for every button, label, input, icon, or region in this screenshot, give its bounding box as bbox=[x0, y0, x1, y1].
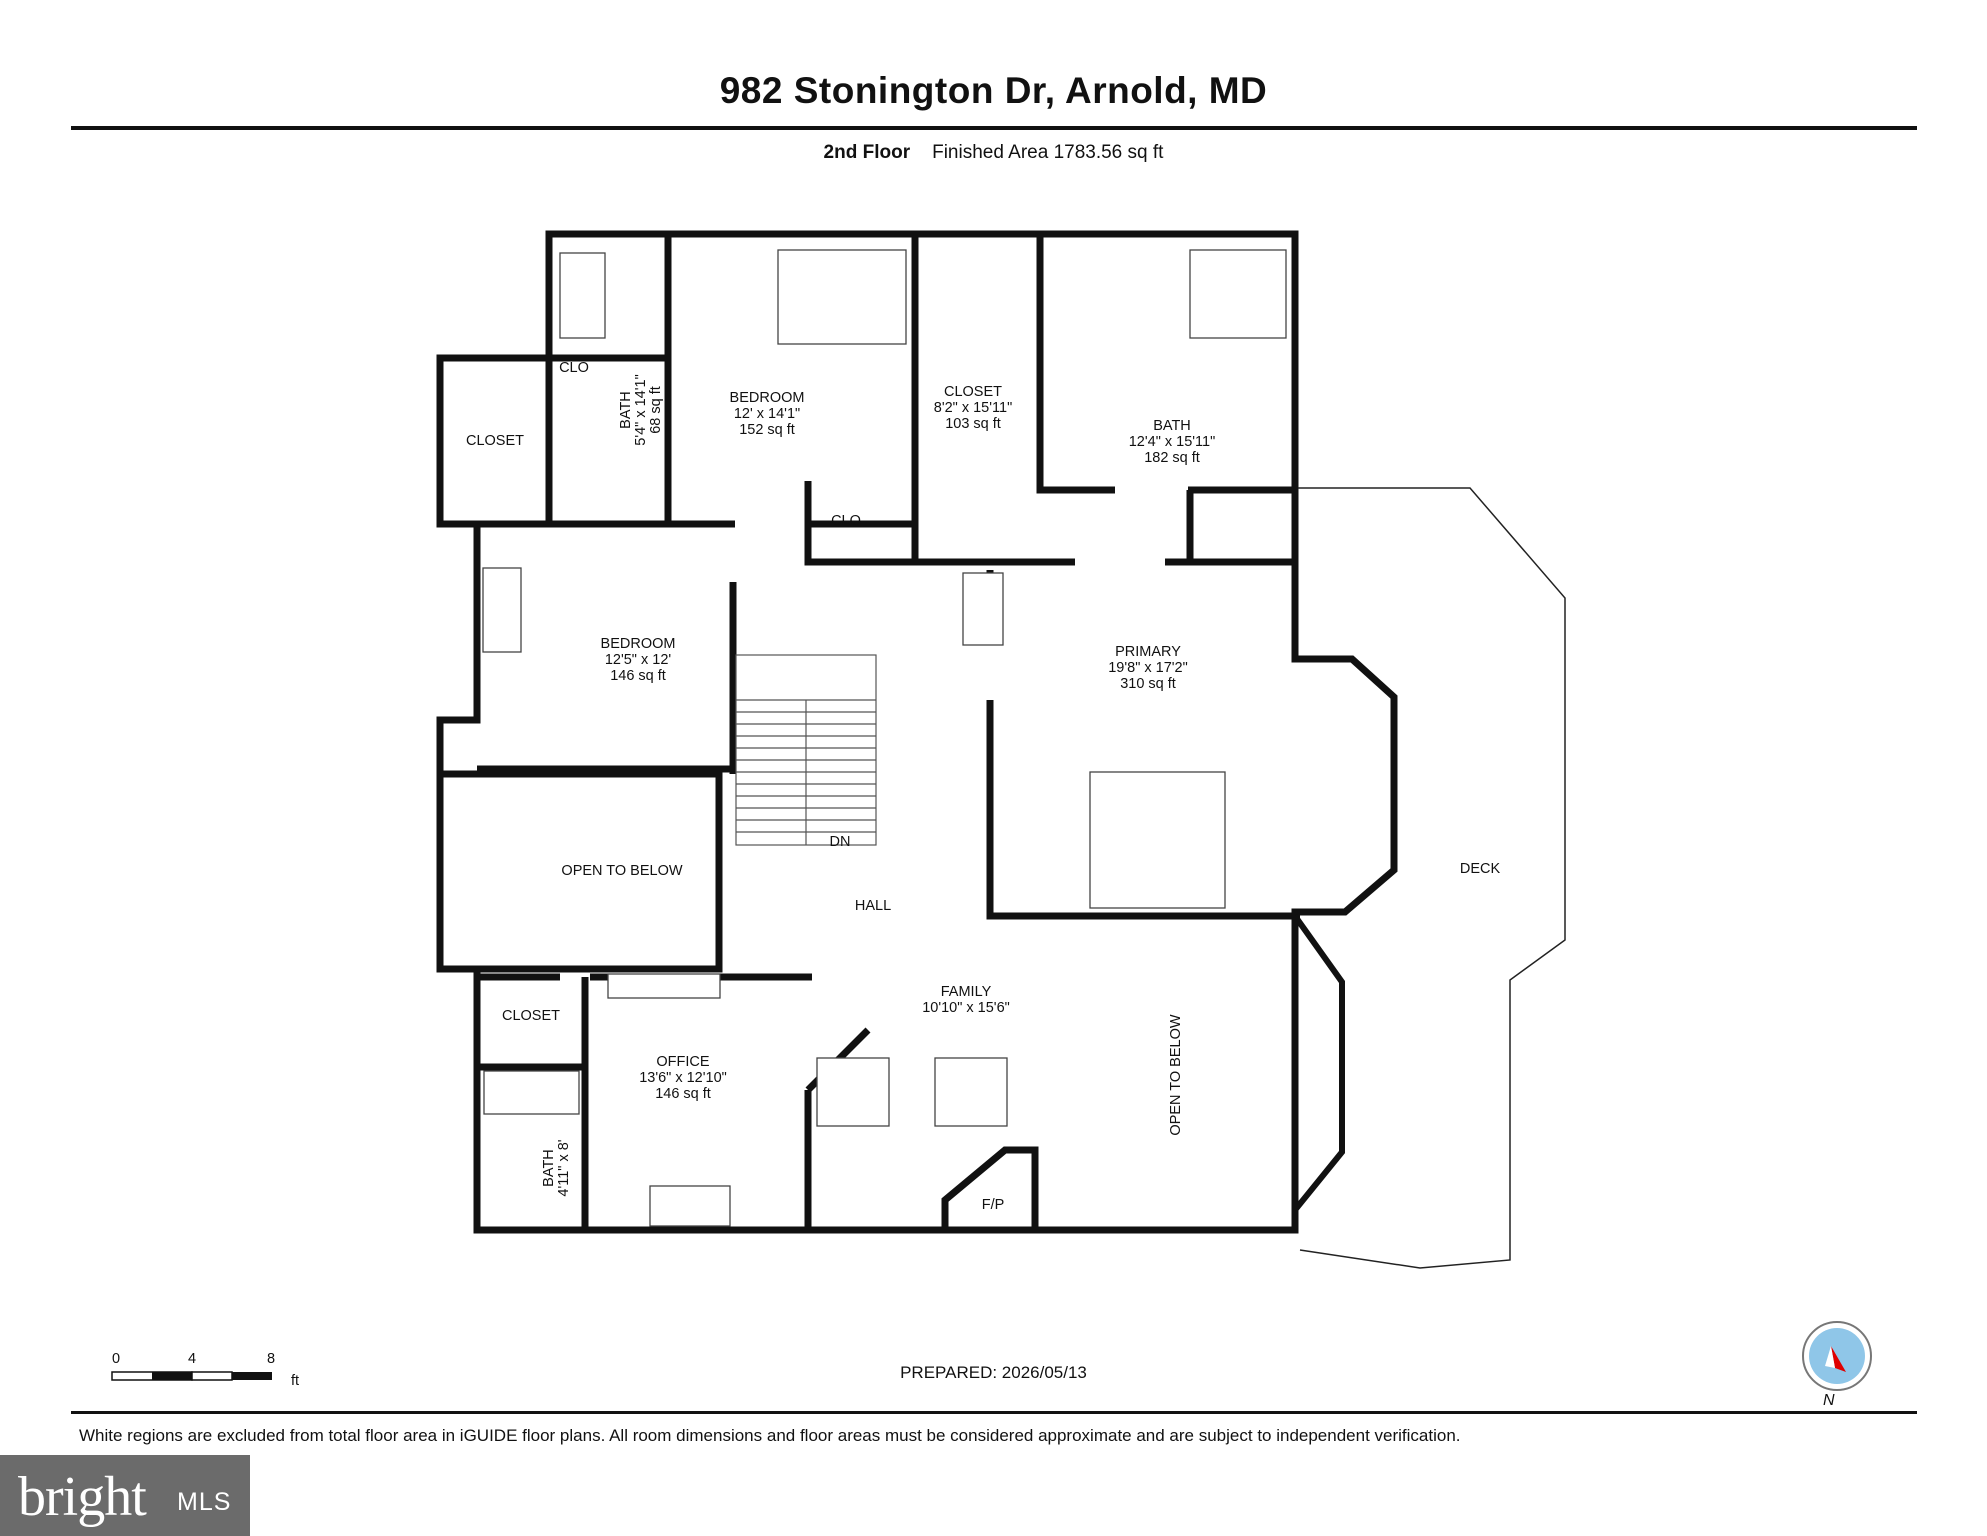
room-label-bedroom-left-name: BEDROOM bbox=[601, 636, 676, 652]
room-label-bedroom-left-area: 146 sq ft bbox=[610, 668, 666, 684]
compass-needle bbox=[1831, 1346, 1846, 1372]
finished-area: Finished Area 1783.56 sq ft bbox=[932, 142, 1164, 163]
room-label-primary-dims: 19'8" x 17'2" bbox=[1108, 660, 1188, 676]
room-label-family-dims: 10'10" x 15'6" bbox=[922, 1000, 1010, 1016]
deck-outline bbox=[1298, 487, 1566, 1269]
room-label-closet-office-name: CLOSET bbox=[502, 1008, 560, 1024]
scale-unit: ft bbox=[291, 1373, 299, 1389]
room-label-closet-top-name: CLOSET bbox=[944, 384, 1002, 400]
room-label-bath-office-dims: 4'11" x 8' bbox=[556, 1139, 572, 1196]
room-label-clo-mid-name: CLO bbox=[831, 513, 861, 529]
scale-tick-4: 4 bbox=[188, 1351, 196, 1367]
room-label-open-below-left-name: OPEN TO BELOW bbox=[561, 863, 682, 879]
floor-name: 2nd Floor bbox=[823, 142, 911, 163]
bathtub bbox=[559, 252, 606, 339]
room-label-deck-name: DECK bbox=[1460, 861, 1501, 877]
logo-brand: bright bbox=[18, 1466, 147, 1528]
room-label-primary-name: PRIMARY bbox=[1115, 644, 1181, 660]
room-label-hall-name: HALL bbox=[855, 898, 891, 914]
room-label-bath-primary-name: BATH bbox=[1153, 418, 1191, 434]
bathtub bbox=[483, 1070, 580, 1115]
title-rule bbox=[71, 126, 1917, 130]
room-label-office-dims: 13'6" x 12'10" bbox=[639, 1070, 727, 1086]
room-label-bedroom-top-name: BEDROOM bbox=[730, 390, 805, 406]
compass-icon: N bbox=[1802, 1321, 1872, 1408]
open-below-wall bbox=[440, 770, 723, 973]
room-label-bath-small-name: BATH bbox=[618, 391, 634, 429]
room-label-fireplace-name: F/P bbox=[982, 1197, 1005, 1213]
corner-tub bbox=[1189, 249, 1287, 339]
bed bbox=[1089, 771, 1226, 909]
room-label-stairs-name: DN bbox=[830, 834, 851, 850]
stairs bbox=[735, 654, 877, 846]
furniture bbox=[482, 249, 1287, 1227]
logo-suffix: MLS bbox=[177, 1488, 232, 1516]
interior-wall bbox=[477, 234, 1299, 566]
scale-tick-8: 8 bbox=[267, 1351, 275, 1367]
scale-segment bbox=[232, 1372, 272, 1380]
prepared-date: PREPARED: 2026/05/13 bbox=[900, 1363, 1087, 1382]
window-wall bbox=[1292, 914, 1345, 1212]
scale-tick-0: 0 bbox=[112, 1351, 120, 1367]
room-label-bath-primary-dims: 12'4" x 15'11" bbox=[1129, 434, 1216, 450]
floor-subtitle: 2nd Floor Finished Area 1783.56 sq ft bbox=[0, 142, 1987, 164]
footer-rule bbox=[71, 1411, 1917, 1414]
room-label-office-area: 146 sq ft bbox=[655, 1086, 711, 1102]
page-title: 982 Stonington Dr, Arnold, MD bbox=[719, 70, 1268, 111]
exterior-wall bbox=[436, 230, 1398, 1234]
room-label-office-name: OFFICE bbox=[656, 1054, 709, 1070]
compass-north-label: N bbox=[1823, 1392, 1835, 1408]
room-label-family-name: FAMILY bbox=[941, 984, 992, 1000]
room-label-clo-top-name: CLO bbox=[559, 360, 589, 376]
bright-mls-logo: bright MLS bbox=[0, 1455, 250, 1536]
room-label-bedroom-left-dims: 12'5" x 12' bbox=[605, 652, 672, 668]
scale-bar: 0 4 8 ft bbox=[111, 1351, 299, 1389]
room-label-bath-small-dims: 5'4" x 14'1" bbox=[633, 374, 649, 445]
room-label-closet-top-area: 103 sq ft bbox=[945, 416, 1001, 432]
room-label-bedroom-top-area: 152 sq ft bbox=[739, 422, 795, 438]
room-label-bath-office-name: BATH bbox=[541, 1149, 557, 1187]
room-label-primary-area: 310 sq ft bbox=[1120, 676, 1176, 692]
room-label-open-below-right-name: OPEN TO BELOW bbox=[1168, 1014, 1184, 1135]
scale-segment bbox=[152, 1372, 192, 1380]
room-label-bath-primary-area: 182 sq ft bbox=[1144, 450, 1200, 466]
room-label-closet-top-dims: 8'2" x 15'11" bbox=[934, 400, 1012, 416]
room-label-bedroom-top-dims: 12' x 14'1" bbox=[734, 406, 800, 422]
bed bbox=[777, 249, 907, 345]
room-label-closet-left-name: CLOSET bbox=[466, 433, 524, 449]
room-label-bath-small-area: 68 sq ft bbox=[648, 386, 664, 434]
disclaimer: White regions are excluded from total fl… bbox=[79, 1426, 1461, 1445]
